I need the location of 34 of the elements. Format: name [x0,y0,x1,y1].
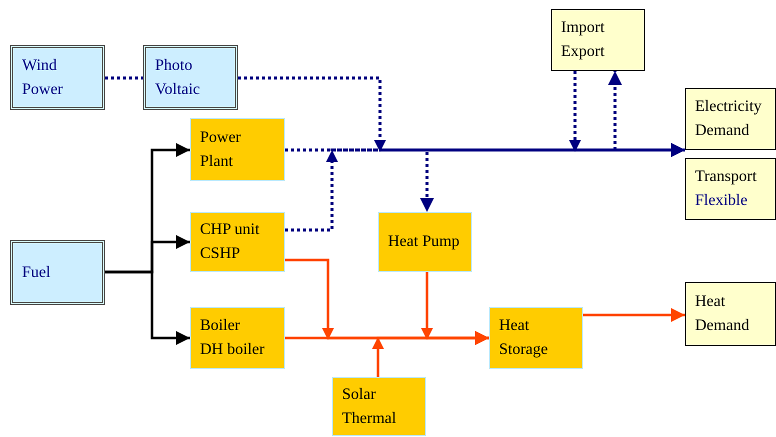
process-box [190,118,285,181]
process-box [332,377,426,436]
connector-arrow [105,270,190,345]
process-box [190,212,285,272]
box-label: Power Plant [200,128,242,172]
box-label: Transport [695,167,758,187]
connector-arrow [574,71,685,157]
process-box [10,45,105,110]
box-label: Fuel [22,262,52,282]
box-label: Export [561,42,606,62]
box-label: Heat Pump [388,232,461,252]
process-box [489,307,583,369]
process-box [378,212,472,272]
box-label: Heat Storage [499,316,549,360]
box-label: Flexible [695,191,748,211]
connector-arrow [376,331,489,377]
process-box [10,240,105,305]
process-box [143,45,238,110]
box-label: Import [561,18,606,38]
box-label: Heat Demand [695,292,750,336]
box-label: Boiler [200,316,241,336]
box-label: CSHP [200,244,242,264]
process-box [685,158,776,220]
box-label: Wind Power [22,56,64,100]
connector-arrow [583,308,685,322]
process-box [685,282,776,346]
box-label: Solar Thermal [342,384,398,428]
box-label: DH boiler [200,340,266,360]
process-box [551,9,645,71]
box-label: Photo Voltaic [155,56,202,100]
process-box [190,307,285,369]
process-box [685,88,776,150]
box-label: Electricity Demand [695,97,763,141]
box-label: CHP unit [200,220,260,240]
